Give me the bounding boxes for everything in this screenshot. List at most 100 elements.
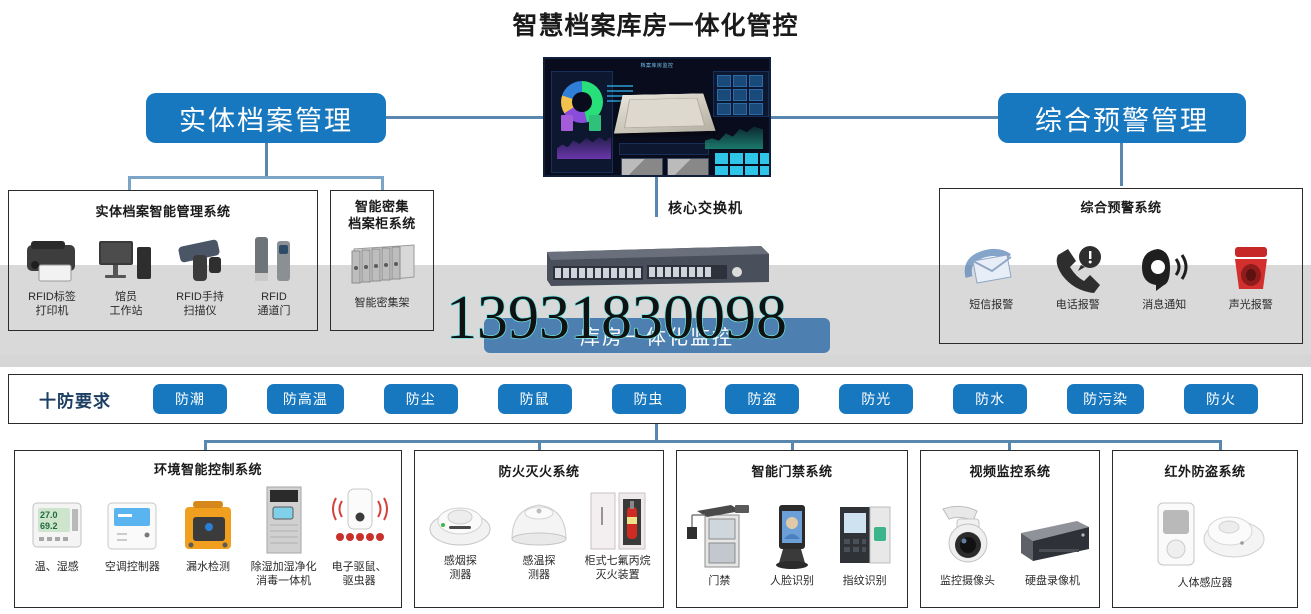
item-list-fire: 感烟探 测器 感温探 测器 xyxy=(415,489,663,583)
panel-title-warning-system: 综合预警系统 xyxy=(1080,200,1162,215)
device-label: 漏水检测 xyxy=(185,561,230,573)
page-title: 智慧档案库房一体化管控 xyxy=(512,12,799,40)
device-pest-repeller[interactable]: 电子驱鼠、 驱虫器 xyxy=(321,483,397,589)
device-handheld-scanner[interactable]: RFID手持 扫描仪 xyxy=(163,225,237,319)
message-notify-icon xyxy=(1136,239,1192,295)
device-motion-sensor[interactable]: 人体感应器 xyxy=(1119,495,1291,591)
panel-infrared: 红外防盗系统 人体感应器 xyxy=(1112,450,1298,608)
connector-left-branch-a xyxy=(128,176,131,190)
ten-prevention-chip-list: 防潮 防高温 防尘 防鼠 防虫 防盗 防光 防水 防污染 防火 xyxy=(133,384,1302,414)
device-temp-humidity[interactable]: 27.0 69.2 温、湿感 xyxy=(19,483,95,589)
chip-prevent-insect[interactable]: 防虫 xyxy=(611,384,686,414)
device-label: 温、湿感 xyxy=(34,561,79,573)
panel-title-environment: 环境智能控制系统 xyxy=(153,462,262,477)
header-warning-management[interactable]: 综合预警管理 xyxy=(998,93,1246,143)
nvr-icon xyxy=(1013,493,1093,571)
alert-label: 声光报警 xyxy=(1228,299,1273,311)
chip-prevent-pollution[interactable]: 防污染 xyxy=(1067,384,1145,414)
chip-prevent-rodent[interactable]: 防鼠 xyxy=(497,384,572,414)
device-label: 感烟探 测器 xyxy=(443,555,477,581)
device-fingerprint-reader[interactable]: 指纹识别 xyxy=(828,493,901,589)
heat-detector-icon xyxy=(504,489,574,551)
dashboard-status-tiles xyxy=(715,153,769,175)
item-list-infrared: 人体感应器 xyxy=(1113,495,1297,591)
connector-right-header-down xyxy=(1120,143,1123,186)
chip-prevent-light[interactable]: 防光 xyxy=(839,384,914,414)
device-label-printer[interactable]: RFID标签 打印机 xyxy=(15,225,89,319)
panel-access: 智能门禁系统 门禁 xyxy=(676,450,908,608)
device-label: RFID标签 打印机 xyxy=(28,291,76,317)
camera-feed-1 xyxy=(621,158,663,175)
alert-siren[interactable]: 声光报警 xyxy=(1208,239,1295,313)
switch-label: 核心交换机 xyxy=(668,200,743,216)
alert-message[interactable]: 消息通知 xyxy=(1121,239,1208,313)
device-label: 电子驱鼠、 驱虫器 xyxy=(331,561,387,587)
connector-left-header-dashboard xyxy=(386,116,543,119)
device-dehumidifier[interactable]: 除湿加湿净化 消毒一体机 xyxy=(246,483,322,589)
alert-label: 短信报警 xyxy=(969,299,1014,311)
device-fm200-cabinet[interactable]: 柜式七氟丙烷 灭火装置 xyxy=(578,489,657,583)
core-switch-device xyxy=(541,232,771,290)
alert-sms[interactable]: 短信报警 xyxy=(948,239,1035,313)
water-leak-detector-icon xyxy=(179,483,237,557)
item-list-access: 门禁 人脸识别 xyxy=(677,493,907,589)
chip-prevent-fire[interactable]: 防火 xyxy=(1183,384,1258,414)
device-label: 智能密集架 xyxy=(354,297,410,309)
item-list-warning-system: 短信报警 电话报警 xyxy=(940,239,1302,313)
phone-alert-icon xyxy=(1050,239,1106,295)
chip-prevent-water[interactable]: 防水 xyxy=(953,384,1028,414)
device-workstation[interactable]: 馆员 工作站 xyxy=(89,225,163,319)
device-rfid-gate[interactable]: RFID 通道门 xyxy=(237,225,311,319)
chip-prevent-damp[interactable]: 防潮 xyxy=(152,384,227,414)
device-water-leak[interactable]: 漏水检测 xyxy=(170,483,246,589)
camera-feed-2 xyxy=(667,158,709,175)
device-face-recognition[interactable]: 人脸识别 xyxy=(756,493,829,589)
ac-controller-icon xyxy=(103,483,161,557)
chip-prevent-theft[interactable]: 防盗 xyxy=(725,384,800,414)
temp-humidity-sensor-icon: 27.0 69.2 xyxy=(28,483,86,557)
connector-left-branch-b xyxy=(381,176,384,190)
connector-trunk-bottom xyxy=(655,424,658,441)
device-nvr[interactable]: 硬盘录像机 xyxy=(1010,493,1095,589)
dashboard-legend xyxy=(607,85,633,105)
dashboard-model-controls xyxy=(619,143,709,155)
ten-prevention-bar: 十防要求 防潮 防高温 防尘 防鼠 防虫 防盗 防光 防水 防污染 防火 xyxy=(8,374,1303,424)
panel-title-access: 智能门禁系统 xyxy=(751,464,833,479)
connector-dashboard-right-header xyxy=(771,116,998,119)
connector-bottom-3 xyxy=(791,440,794,451)
alert-label: 消息通知 xyxy=(1142,299,1187,311)
chip-prevent-high-temp[interactable]: 防高温 xyxy=(266,384,344,414)
alert-phone[interactable]: 电话报警 xyxy=(1035,239,1122,313)
panel-warning-system: 综合预警系统 短信报警 xyxy=(939,188,1303,344)
connector-bottom-5 xyxy=(1219,440,1222,451)
sms-alert-icon xyxy=(963,239,1019,295)
connector-bottom-bar xyxy=(204,440,1219,443)
panel-environment: 环境智能控制系统 27.0 69.2 温、湿感 xyxy=(14,450,402,608)
svg-text:27.0: 27.0 xyxy=(40,510,58,520)
connector-bottom-4 xyxy=(1008,440,1011,451)
device-ptz-camera[interactable]: 监控摄像头 xyxy=(925,493,1010,589)
device-label: 门禁 xyxy=(708,575,731,587)
item-list-dense-cabinet: 智能密集架 xyxy=(331,239,433,311)
smoke-detector-icon xyxy=(425,489,495,551)
chip-prevent-dust[interactable]: 防尘 xyxy=(383,384,458,414)
dashboard-screen[interactable]: 档案库房监控 xyxy=(543,57,771,177)
dense-shelf-icon xyxy=(340,239,424,287)
device-dense-shelf[interactable]: 智能密集架 xyxy=(331,239,433,311)
device-ac-controller[interactable]: 空调控制器 xyxy=(95,483,171,589)
item-list-video: 监控摄像头 硬盘录像机 xyxy=(921,493,1099,589)
device-heat-detector[interactable]: 感温探 测器 xyxy=(500,489,579,583)
panel-title-physical-archive: 实体档案智能管理系统 xyxy=(95,204,231,219)
device-smoke-detector[interactable]: 感烟探 测器 xyxy=(421,489,500,583)
item-list-environment: 27.0 69.2 温、湿感 xyxy=(15,483,401,589)
header-physical-archive[interactable]: 实体档案管理 xyxy=(146,93,386,143)
workstation-icon xyxy=(95,225,157,287)
device-door-access[interactable]: 门禁 xyxy=(683,493,756,589)
connector-bottom-2 xyxy=(538,440,541,451)
siren-alert-icon xyxy=(1223,239,1279,295)
motion-sensor-icon xyxy=(1130,495,1280,571)
label-printer-icon xyxy=(21,225,83,287)
fingerprint-reader-icon xyxy=(834,493,896,571)
panel-fire: 防火灭火系统 感烟探 测器 xyxy=(414,450,664,608)
